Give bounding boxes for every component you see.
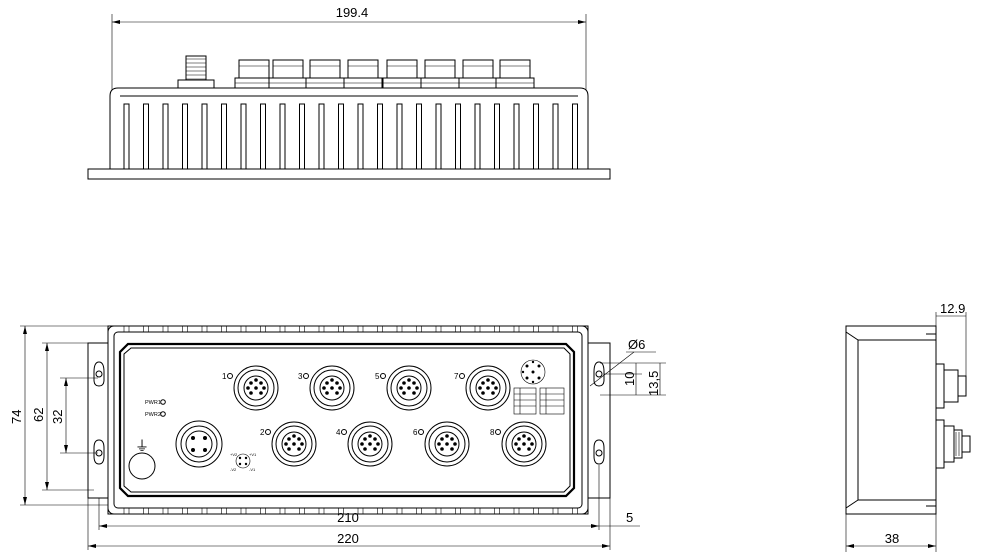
mount-slot-left-bottom <box>93 439 105 465</box>
top-port-connector <box>382 59 422 89</box>
fin <box>338 103 344 170</box>
hole-leader <box>589 351 635 387</box>
front-view: PWR1 PWR2 ⏚ +V2 +V1 -V2 -V1 <box>9 325 666 550</box>
fin <box>377 103 383 170</box>
fin <box>279 103 286 170</box>
fin <box>435 103 442 170</box>
top-port-connector <box>420 59 460 89</box>
front-panel <box>118 342 576 498</box>
dim-top-width: 199.4 <box>336 5 369 20</box>
port-label: 1 <box>222 372 227 381</box>
power-pinout-icon: +V2 +V1 -V2 -V1 <box>230 452 257 472</box>
side-body <box>845 325 937 515</box>
pwr2-led <box>160 411 166 417</box>
top-port-connector <box>458 59 498 89</box>
pin-label-v2minus: -V2 <box>230 467 237 472</box>
ethernet-port-7: 7 <box>454 365 511 411</box>
fin <box>123 103 130 170</box>
dim-side-protrusion: 12.9 <box>940 301 965 316</box>
dim-overall-height: 74 <box>9 410 24 424</box>
port-label: 5 <box>375 372 380 381</box>
fin <box>260 103 266 170</box>
ethernet-port-4: 4 <box>336 421 393 467</box>
dim-slot-10: 10 <box>622 372 637 386</box>
fin <box>357 103 364 170</box>
fin <box>162 103 169 170</box>
side-connector-bottom <box>935 419 971 469</box>
fin <box>396 103 403 170</box>
pwr1-label: PWR1 <box>145 400 161 406</box>
port-label: 6 <box>413 428 418 437</box>
fin <box>455 103 461 170</box>
fin <box>240 103 247 170</box>
top-port-connector <box>495 59 535 89</box>
top-port-connector <box>305 59 345 89</box>
fin <box>318 103 325 170</box>
front-body <box>107 325 589 515</box>
top-body <box>109 87 589 169</box>
ethernet-port-6: 6 <box>413 421 470 467</box>
fin <box>416 103 422 170</box>
mount-slot-left-top <box>93 361 105 387</box>
ground-screw <box>128 452 156 480</box>
mount-slot-right-top <box>593 361 605 387</box>
fin <box>474 103 481 170</box>
top-port-connector <box>268 59 308 89</box>
fin <box>513 103 520 170</box>
fin <box>299 103 305 170</box>
pwr1-led <box>160 399 166 405</box>
port-label: 3 <box>298 372 303 381</box>
port-label: 8 <box>490 428 495 437</box>
fin <box>572 103 578 170</box>
ground-icon: ⏚ <box>135 438 149 454</box>
dim-mount-spacing: 210 <box>337 510 359 525</box>
dim-hole-spacing: 62 <box>31 408 46 422</box>
port-label: 7 <box>454 372 459 381</box>
top-port-connector <box>343 59 383 89</box>
mount-slot-right-bottom <box>593 439 605 465</box>
top-port-connector <box>234 59 274 89</box>
dim-flange: 5 <box>626 510 633 525</box>
side-connector-top <box>935 363 967 409</box>
fin <box>533 103 539 170</box>
dim-inner-spacing: 32 <box>50 410 65 424</box>
ethernet-port-3: 3 <box>298 365 355 411</box>
side-view: 12.9 38 <box>845 301 971 552</box>
cooling-fins <box>123 103 578 170</box>
dim-overall-width: 220 <box>337 531 359 546</box>
power-connector <box>175 420 223 468</box>
pin-label-v2plus: +V2 <box>230 452 238 457</box>
top-connectors <box>177 55 535 89</box>
ethernet-port-1: 1 <box>222 365 279 411</box>
ethernet-port-5: 5 <box>375 365 432 411</box>
fin <box>494 103 500 170</box>
ethernet-ports: 1 2 3 4 5 6 7 8 <box>222 365 547 467</box>
top-power-connector <box>177 55 215 89</box>
fin <box>143 103 149 170</box>
front-outer-plate <box>87 325 611 515</box>
top-flange <box>87 168 611 180</box>
dim-hole-diameter: Ø6 <box>628 337 645 352</box>
front-fin-marks <box>123 326 578 514</box>
fin <box>182 103 188 170</box>
dim-slot-13-5: 13,5 <box>646 371 661 396</box>
port-label: 4 <box>336 428 341 437</box>
pwr2-label: PWR2 <box>145 412 161 418</box>
pin-label-v1minus: -V1 <box>249 467 256 472</box>
top-view: 199.4 <box>87 5 611 180</box>
pin-label-v1plus: +V1 <box>249 452 257 457</box>
fin <box>201 103 208 170</box>
port-pinout-diagram <box>520 359 546 385</box>
dim-side-depth: 38 <box>885 531 899 546</box>
pinout-table <box>513 387 565 415</box>
port-label: 2 <box>260 428 265 437</box>
ethernet-port-8: 8 <box>490 421 547 467</box>
fin <box>552 103 559 170</box>
ethernet-port-2: 2 <box>260 421 317 467</box>
fin <box>221 103 227 170</box>
